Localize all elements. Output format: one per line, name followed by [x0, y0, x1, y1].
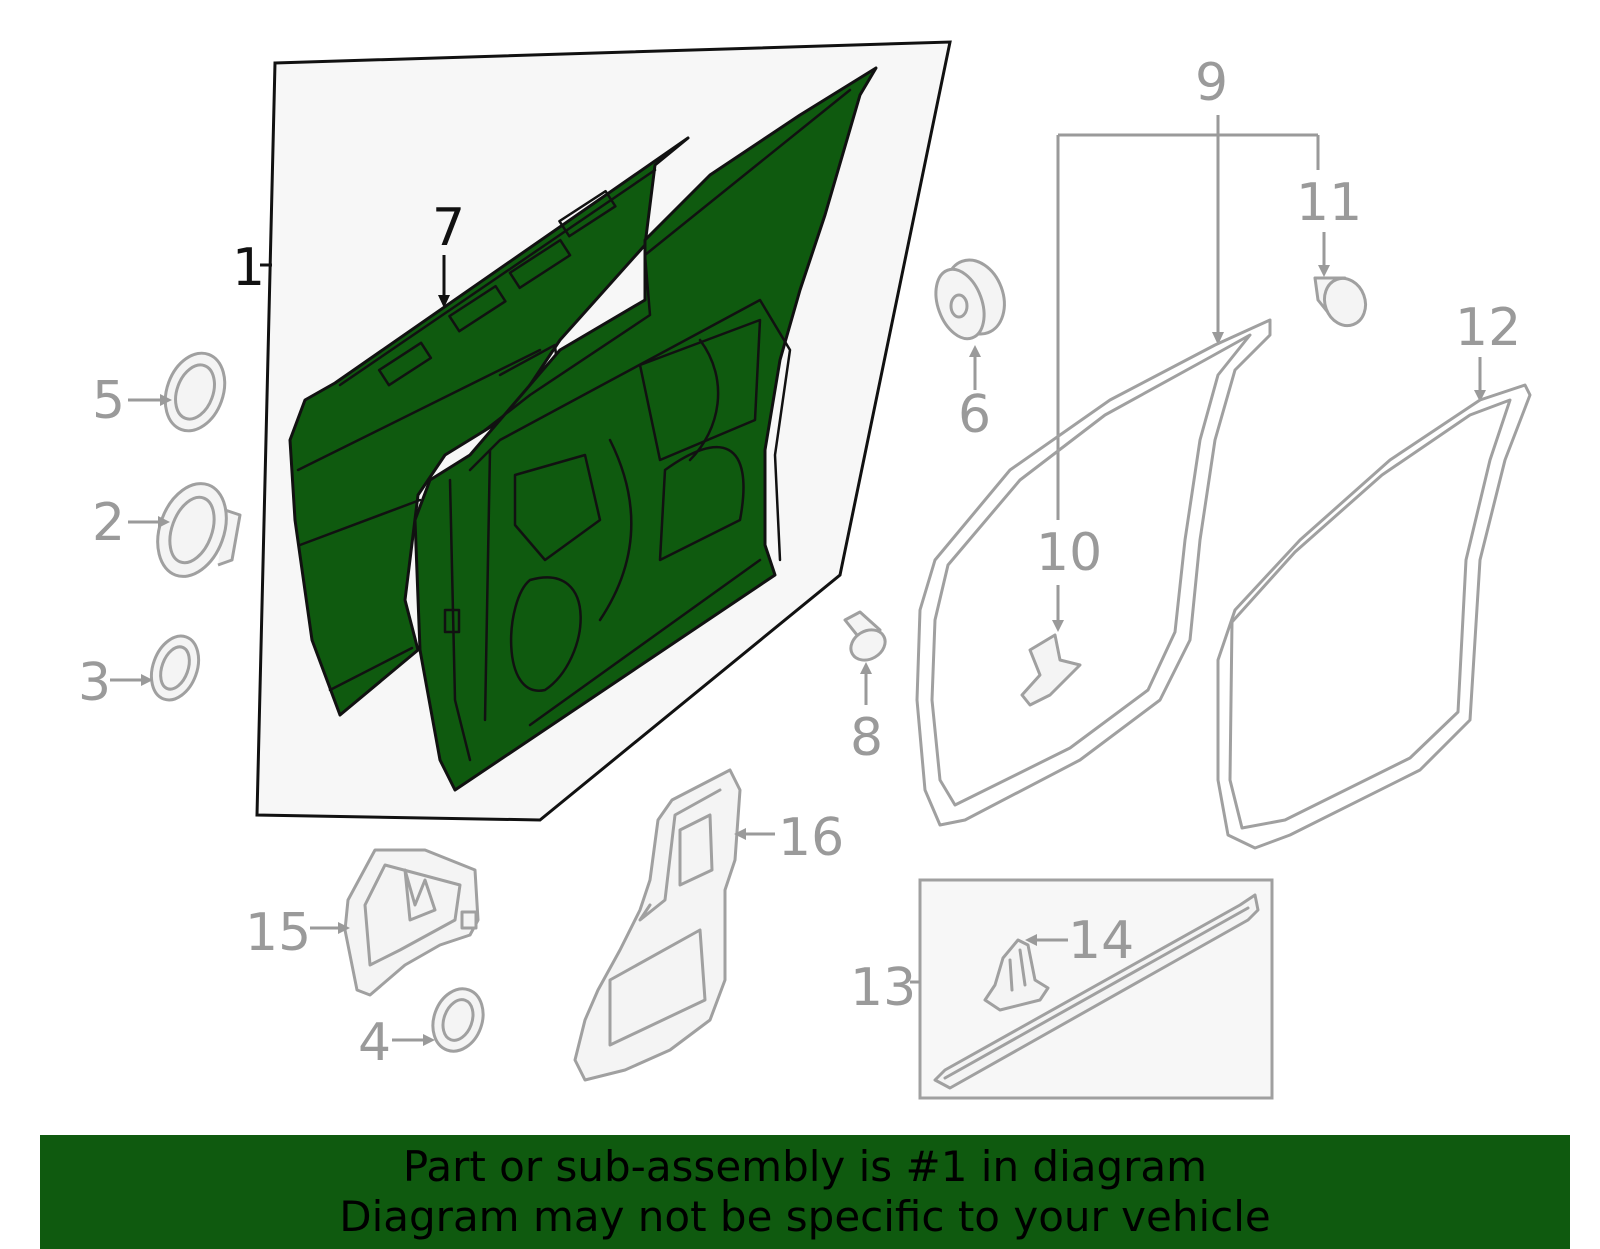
- leader-9-bracket: [1056, 115, 1320, 520]
- arrow-3: [141, 674, 153, 686]
- banner-line-1: Part or sub-assembly is #1 in diagram: [402, 1142, 1208, 1191]
- callout-1: 1: [232, 238, 265, 298]
- callout-7: 7: [432, 198, 465, 258]
- plug-3[interactable]: [143, 629, 207, 706]
- arrow-11: [1318, 265, 1330, 277]
- arrow-6: [969, 345, 981, 357]
- callout-15: 15: [245, 903, 311, 963]
- plug-2[interactable]: [146, 474, 242, 586]
- weatherstrip-9[interactable]: [915, 318, 1272, 827]
- bumper-6[interactable]: [927, 252, 1014, 346]
- callout-14: 14: [1068, 911, 1134, 971]
- info-banner: Part or sub-assembly is #1 in diagram Di…: [40, 1135, 1570, 1249]
- plug-4[interactable]: [425, 982, 492, 1059]
- arrow-14: [1025, 934, 1037, 946]
- arrow-2: [158, 516, 170, 528]
- callout-16: 16: [778, 808, 844, 868]
- callout-8: 8: [850, 708, 883, 768]
- bushing-8[interactable]: [843, 610, 891, 666]
- arrow-15: [338, 922, 350, 934]
- arrow-9: [1212, 332, 1224, 345]
- arrow-5: [160, 394, 172, 406]
- callout-2: 2: [92, 493, 125, 553]
- callout-5: 5: [92, 371, 125, 431]
- callout-4: 4: [358, 1013, 391, 1073]
- bracket-15[interactable]: [343, 848, 480, 997]
- callout-6: 6: [958, 385, 991, 445]
- callout-12: 12: [1455, 298, 1521, 358]
- clip-14[interactable]: [983, 938, 1050, 1012]
- arrow-4: [423, 1034, 435, 1046]
- arrow-16: [734, 828, 746, 840]
- bracket-10[interactable]: [1020, 633, 1082, 707]
- callout-3: 3: [78, 653, 111, 713]
- callout-9: 9: [1195, 53, 1228, 113]
- callout-13: 13: [850, 958, 916, 1018]
- arrow-8: [860, 662, 872, 674]
- banner-line-2: Diagram may not be specific to your vehi…: [339, 1192, 1271, 1241]
- callout-11: 11: [1296, 173, 1362, 233]
- plug-5[interactable]: [155, 345, 235, 439]
- arrow-12: [1474, 390, 1486, 402]
- trim-16[interactable]: [573, 768, 742, 1082]
- arrow-7: [438, 295, 450, 308]
- clip-11[interactable]: [1313, 273, 1372, 332]
- inner-door-frame[interactable]: [413, 66, 878, 792]
- arrow-10: [1052, 620, 1064, 632]
- weatherstrip-12[interactable]: [1216, 383, 1532, 850]
- callout-10: 10: [1036, 523, 1102, 583]
- moulding-13[interactable]: [933, 893, 1260, 1090]
